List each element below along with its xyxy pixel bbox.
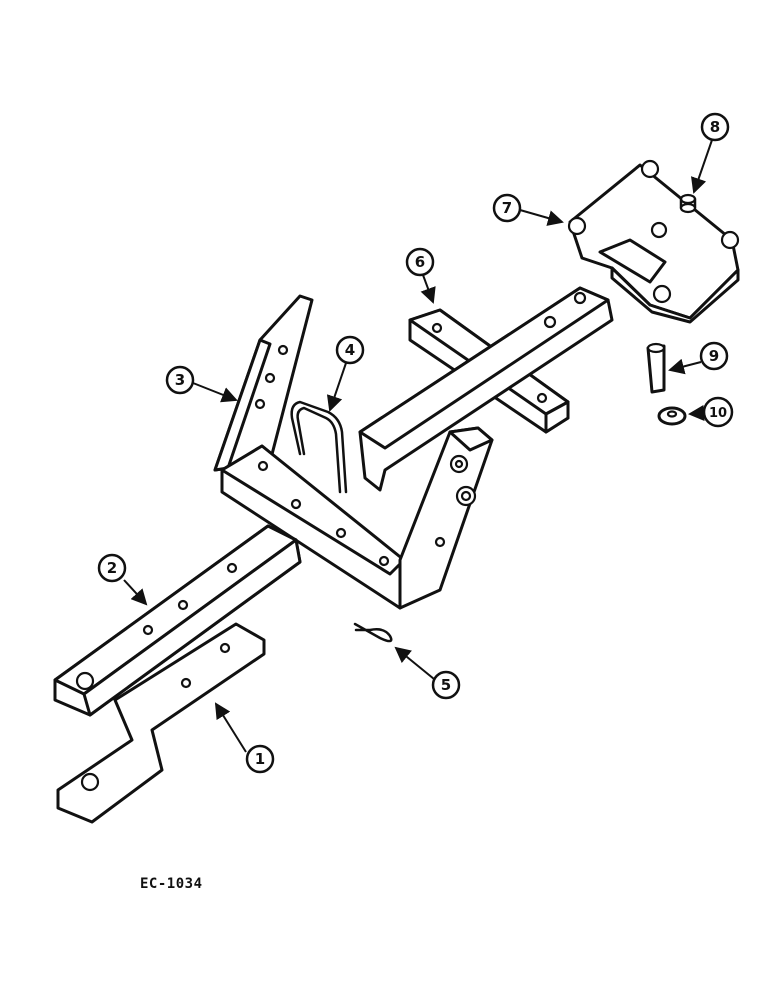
callout-6: 6 — [405, 247, 436, 304]
drawbar-rear-section — [358, 286, 614, 492]
callout-1: 1 — [214, 702, 275, 774]
callout-9: 9 — [668, 341, 729, 375]
callout-6-label: 6 — [415, 253, 425, 271]
part-1-offset-bar — [56, 622, 266, 824]
callout-7: 7 — [492, 193, 564, 226]
cradle-assembly — [220, 426, 494, 610]
part-8-stud — [679, 193, 697, 214]
callout-3: 3 — [165, 365, 238, 403]
callout-10: 10 — [688, 396, 734, 428]
callout-8-label: 8 — [710, 118, 720, 136]
callout-1-label: 1 — [255, 750, 265, 768]
callout-4-label: 4 — [345, 341, 355, 359]
callout-10-label: 10 — [709, 406, 727, 421]
part-10-washer — [657, 406, 687, 426]
callout-4: 4 — [326, 335, 365, 412]
part-3-side-bracket — [213, 294, 314, 472]
part-5-hairpin-clip — [353, 622, 393, 643]
callout-7-label: 7 — [502, 199, 512, 217]
callout-2-label: 2 — [107, 559, 117, 577]
part-2-drawbar-front — [53, 524, 302, 717]
callout-8: 8 — [691, 112, 730, 194]
part-9-pin — [646, 342, 666, 394]
callout-5-label: 5 — [441, 676, 451, 694]
part-7-mounting-bracket — [567, 159, 740, 324]
callout-3-label: 3 — [175, 371, 185, 389]
figure-reference-code: EC-1034 — [140, 876, 203, 892]
part-4-u-bolt — [290, 400, 348, 494]
callout-2: 2 — [97, 553, 148, 606]
callout-9-label: 9 — [709, 347, 719, 365]
callout-5: 5 — [394, 646, 461, 700]
